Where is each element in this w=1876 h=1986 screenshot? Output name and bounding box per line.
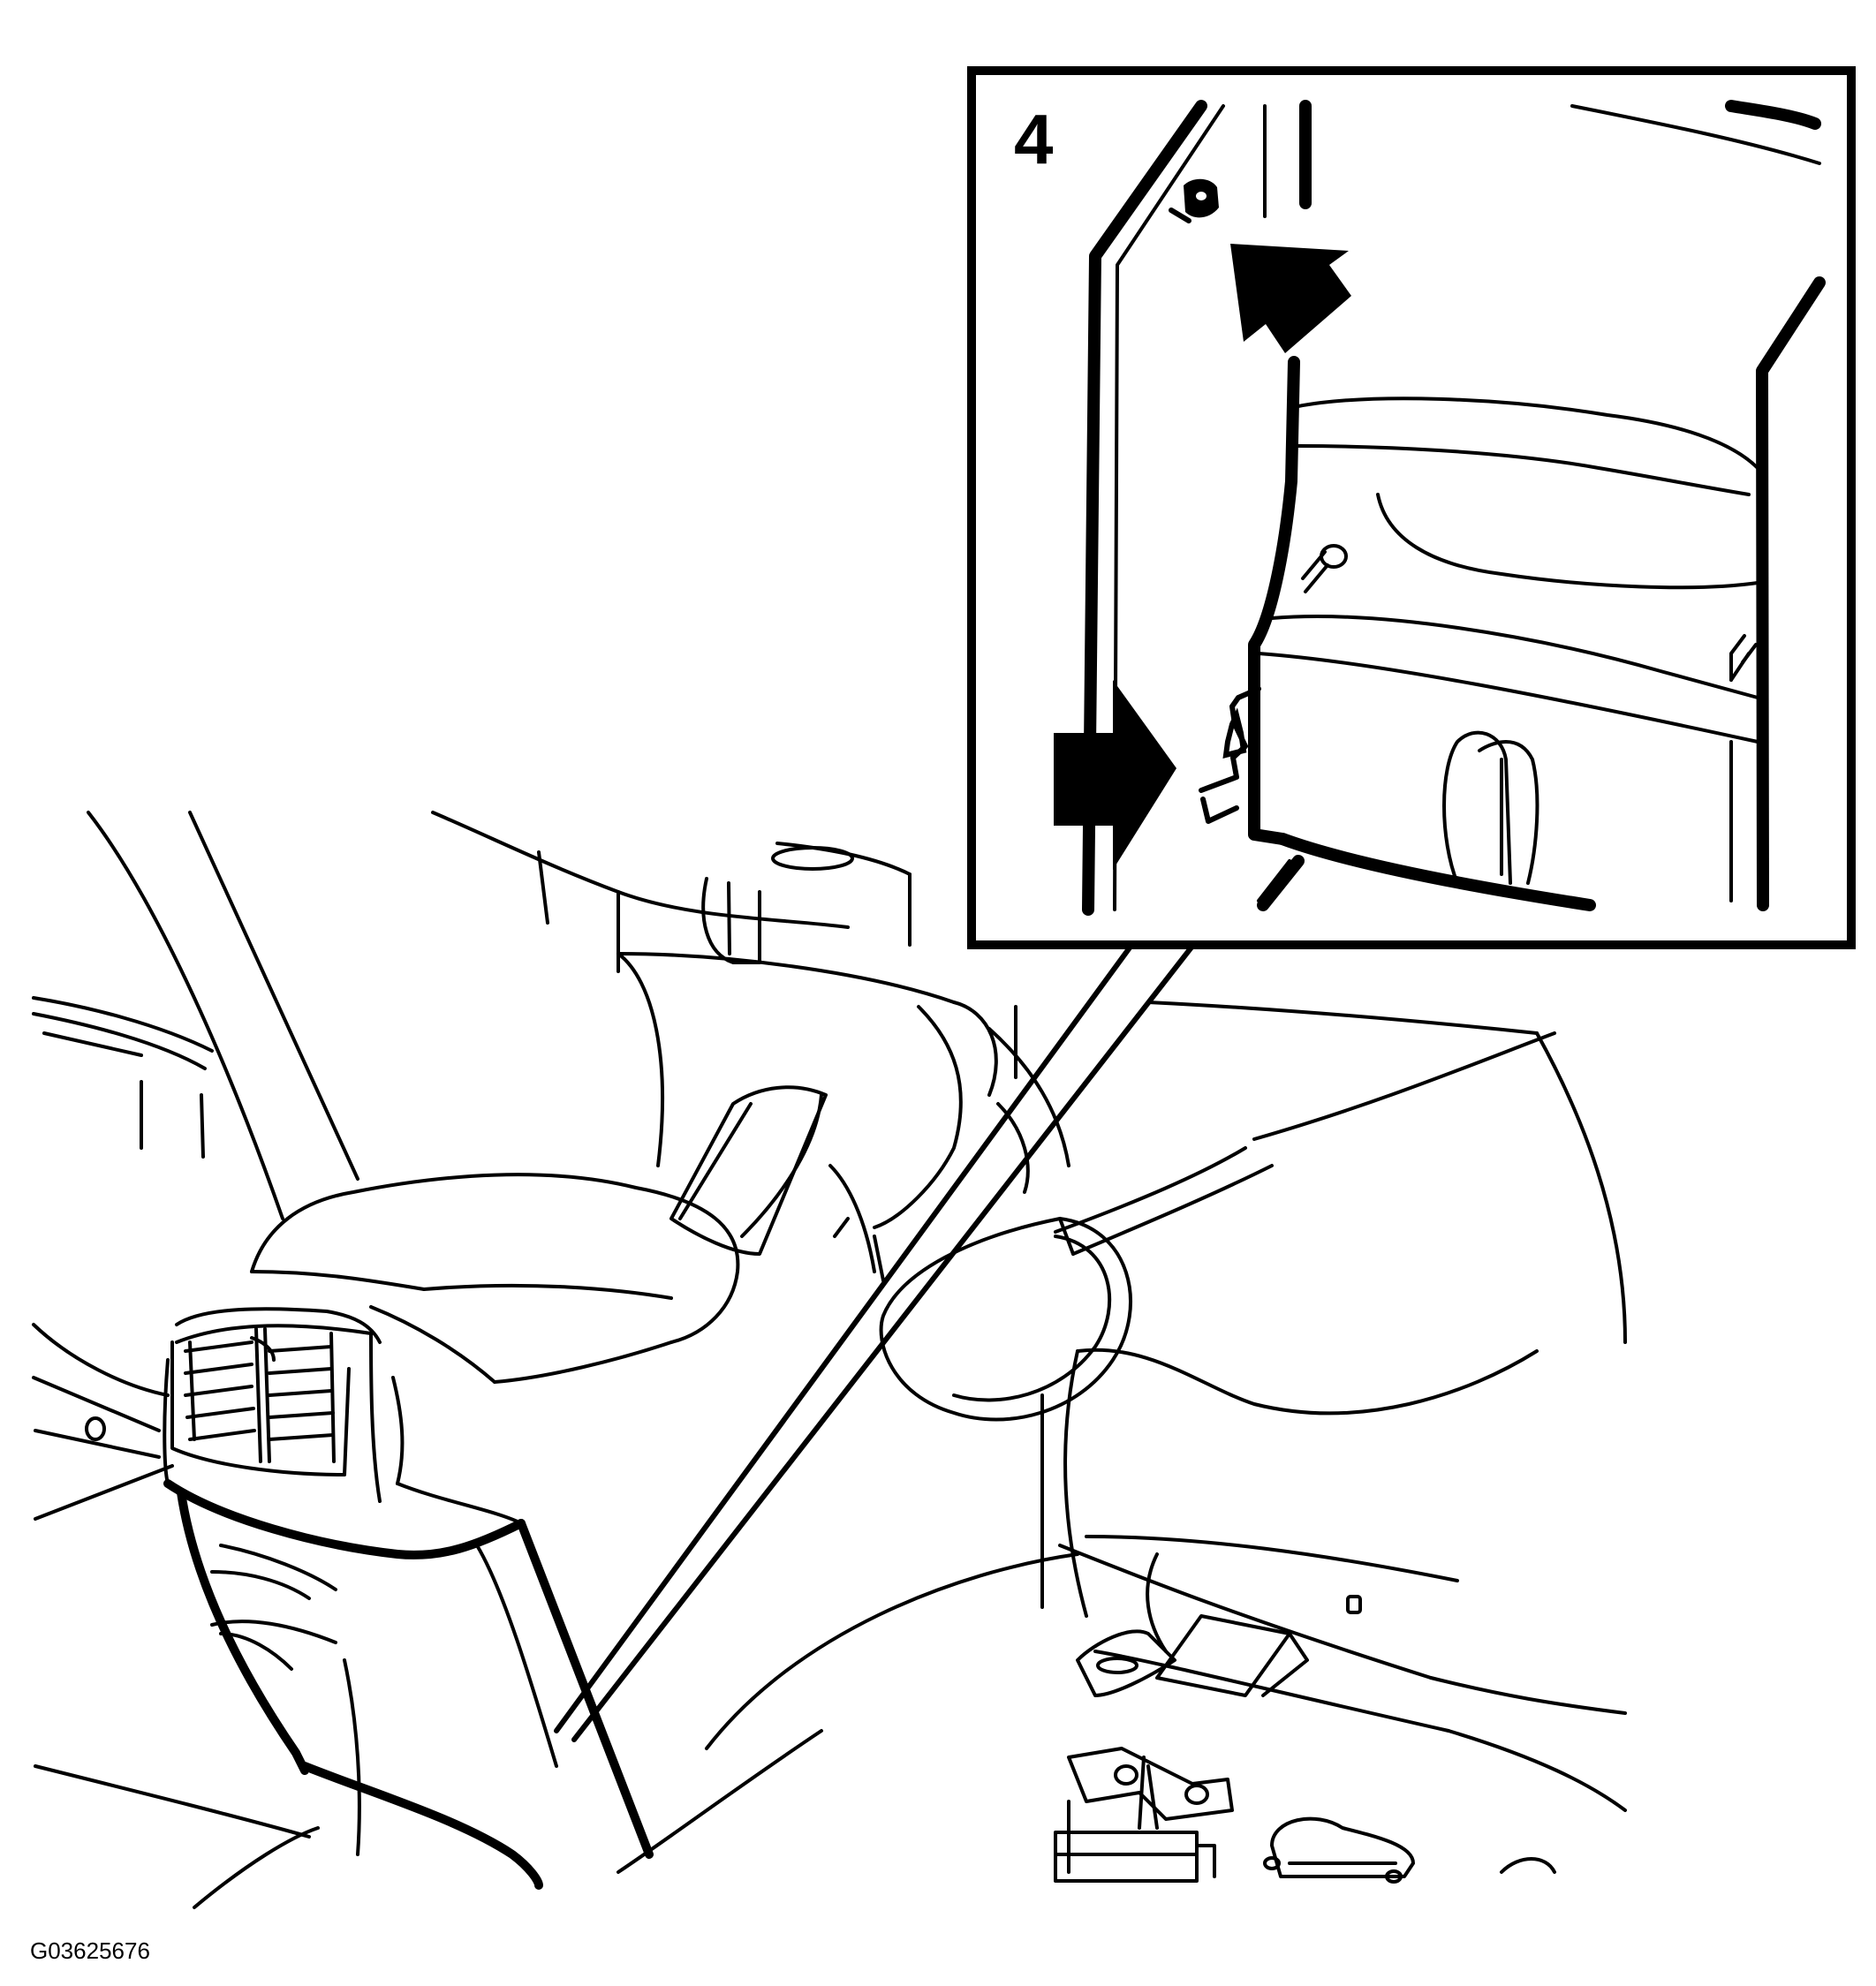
arrow-right-icon (1054, 680, 1176, 870)
armrest-console (164, 1174, 738, 1885)
detail-callout (972, 71, 1851, 945)
callout-leader (556, 940, 1197, 1740)
rear-seat-scene (34, 812, 1625, 1907)
figure-code: G03625676 (30, 1937, 150, 1964)
fastener (1171, 178, 1219, 221)
callout-step-number: 4 (1014, 100, 1054, 178)
arrow-up-right-icon (1230, 244, 1351, 353)
